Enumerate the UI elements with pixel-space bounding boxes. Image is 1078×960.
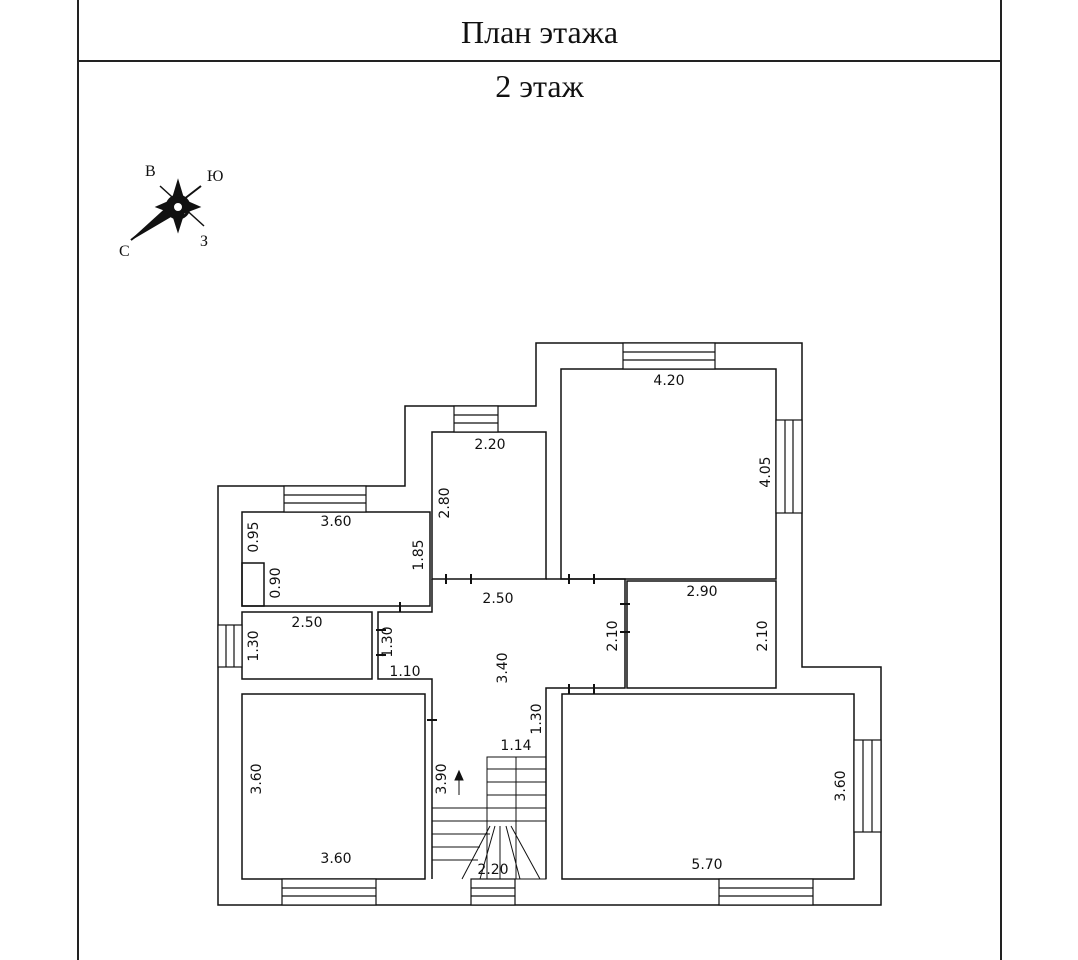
window-7: [281, 878, 377, 906]
dim-room-ne-height: 4.05: [758, 456, 774, 487]
room-ne-outline: [560, 368, 777, 580]
dim-hall-width: 2.50: [482, 591, 513, 607]
dim-room-bath-width: 2.50: [291, 615, 322, 631]
door-marks: [376, 574, 630, 721]
window-4: [775, 419, 803, 514]
compass-south-label: Ю: [207, 168, 223, 185]
dim-room-narrow-height: 2.80: [437, 487, 453, 518]
dim-room-nw-aux: 0.90: [268, 567, 284, 598]
dim-stair-width: 2.20: [477, 862, 508, 878]
dim-room-mid-right-height: 2.10: [755, 620, 771, 651]
dim-hall-side: 1.10: [389, 664, 420, 680]
dim-room-nw-width: 3.60: [320, 514, 351, 530]
compass-north-label: С: [119, 243, 130, 260]
window-6: [853, 739, 882, 833]
dimension-labels: 3.60 0.95 0.90 1.85 2.20 2.80 4.20 4.05 …: [246, 373, 849, 878]
dim-room-nw-height: 0.95: [246, 521, 262, 552]
dim-hall-aux: 1.30: [380, 626, 396, 657]
hall-outline: [377, 579, 433, 879]
dim-room-bath-height: 1.30: [246, 630, 262, 661]
windows: [217, 342, 882, 906]
dim-hall-height: 3.40: [495, 652, 511, 683]
window-1: [622, 342, 716, 370]
room-mid-right-outline: [626, 580, 777, 689]
page-title: План этажа: [460, 14, 619, 50]
compass-icon: [130, 178, 205, 241]
outer-wall-outline: [217, 342, 882, 906]
staircase: [432, 756, 547, 880]
dim-room-se-height: 3.60: [833, 770, 849, 801]
dim-room-nw-side: 1.85: [411, 539, 427, 570]
frame-left-line: [77, 0, 79, 960]
dim-room-mid-right-width: 2.90: [686, 584, 717, 600]
window-2: [453, 405, 499, 433]
dim-room-sw-width: 3.60: [320, 851, 351, 867]
dim-room-se-width: 5.70: [691, 857, 722, 873]
window-9: [718, 878, 814, 906]
dim-stair-height: 3.90: [434, 763, 450, 794]
compass-west-label: З: [200, 233, 208, 250]
room-nw-closet: [241, 562, 265, 607]
dim-room-ne-width: 4.20: [653, 373, 684, 389]
window-5: [217, 624, 243, 668]
dim-room-sw-height: 3.60: [249, 763, 265, 794]
floor-label: 2 этаж: [495, 68, 584, 104]
compass-east-label: В: [145, 163, 156, 180]
hall-outline-right: [545, 578, 626, 879]
header-divider: [77, 60, 1002, 62]
dim-room-narrow-width: 2.20: [474, 437, 505, 453]
dim-stair-side: 1.30: [529, 703, 545, 734]
dim-room-mid-right-aux: 2.10: [605, 620, 621, 651]
window-8: [470, 878, 516, 906]
room-se-outline: [561, 693, 855, 880]
frame-right-line: [1000, 0, 1002, 960]
window-3: [283, 485, 367, 513]
dim-stair-aux: 1.14: [500, 738, 531, 754]
